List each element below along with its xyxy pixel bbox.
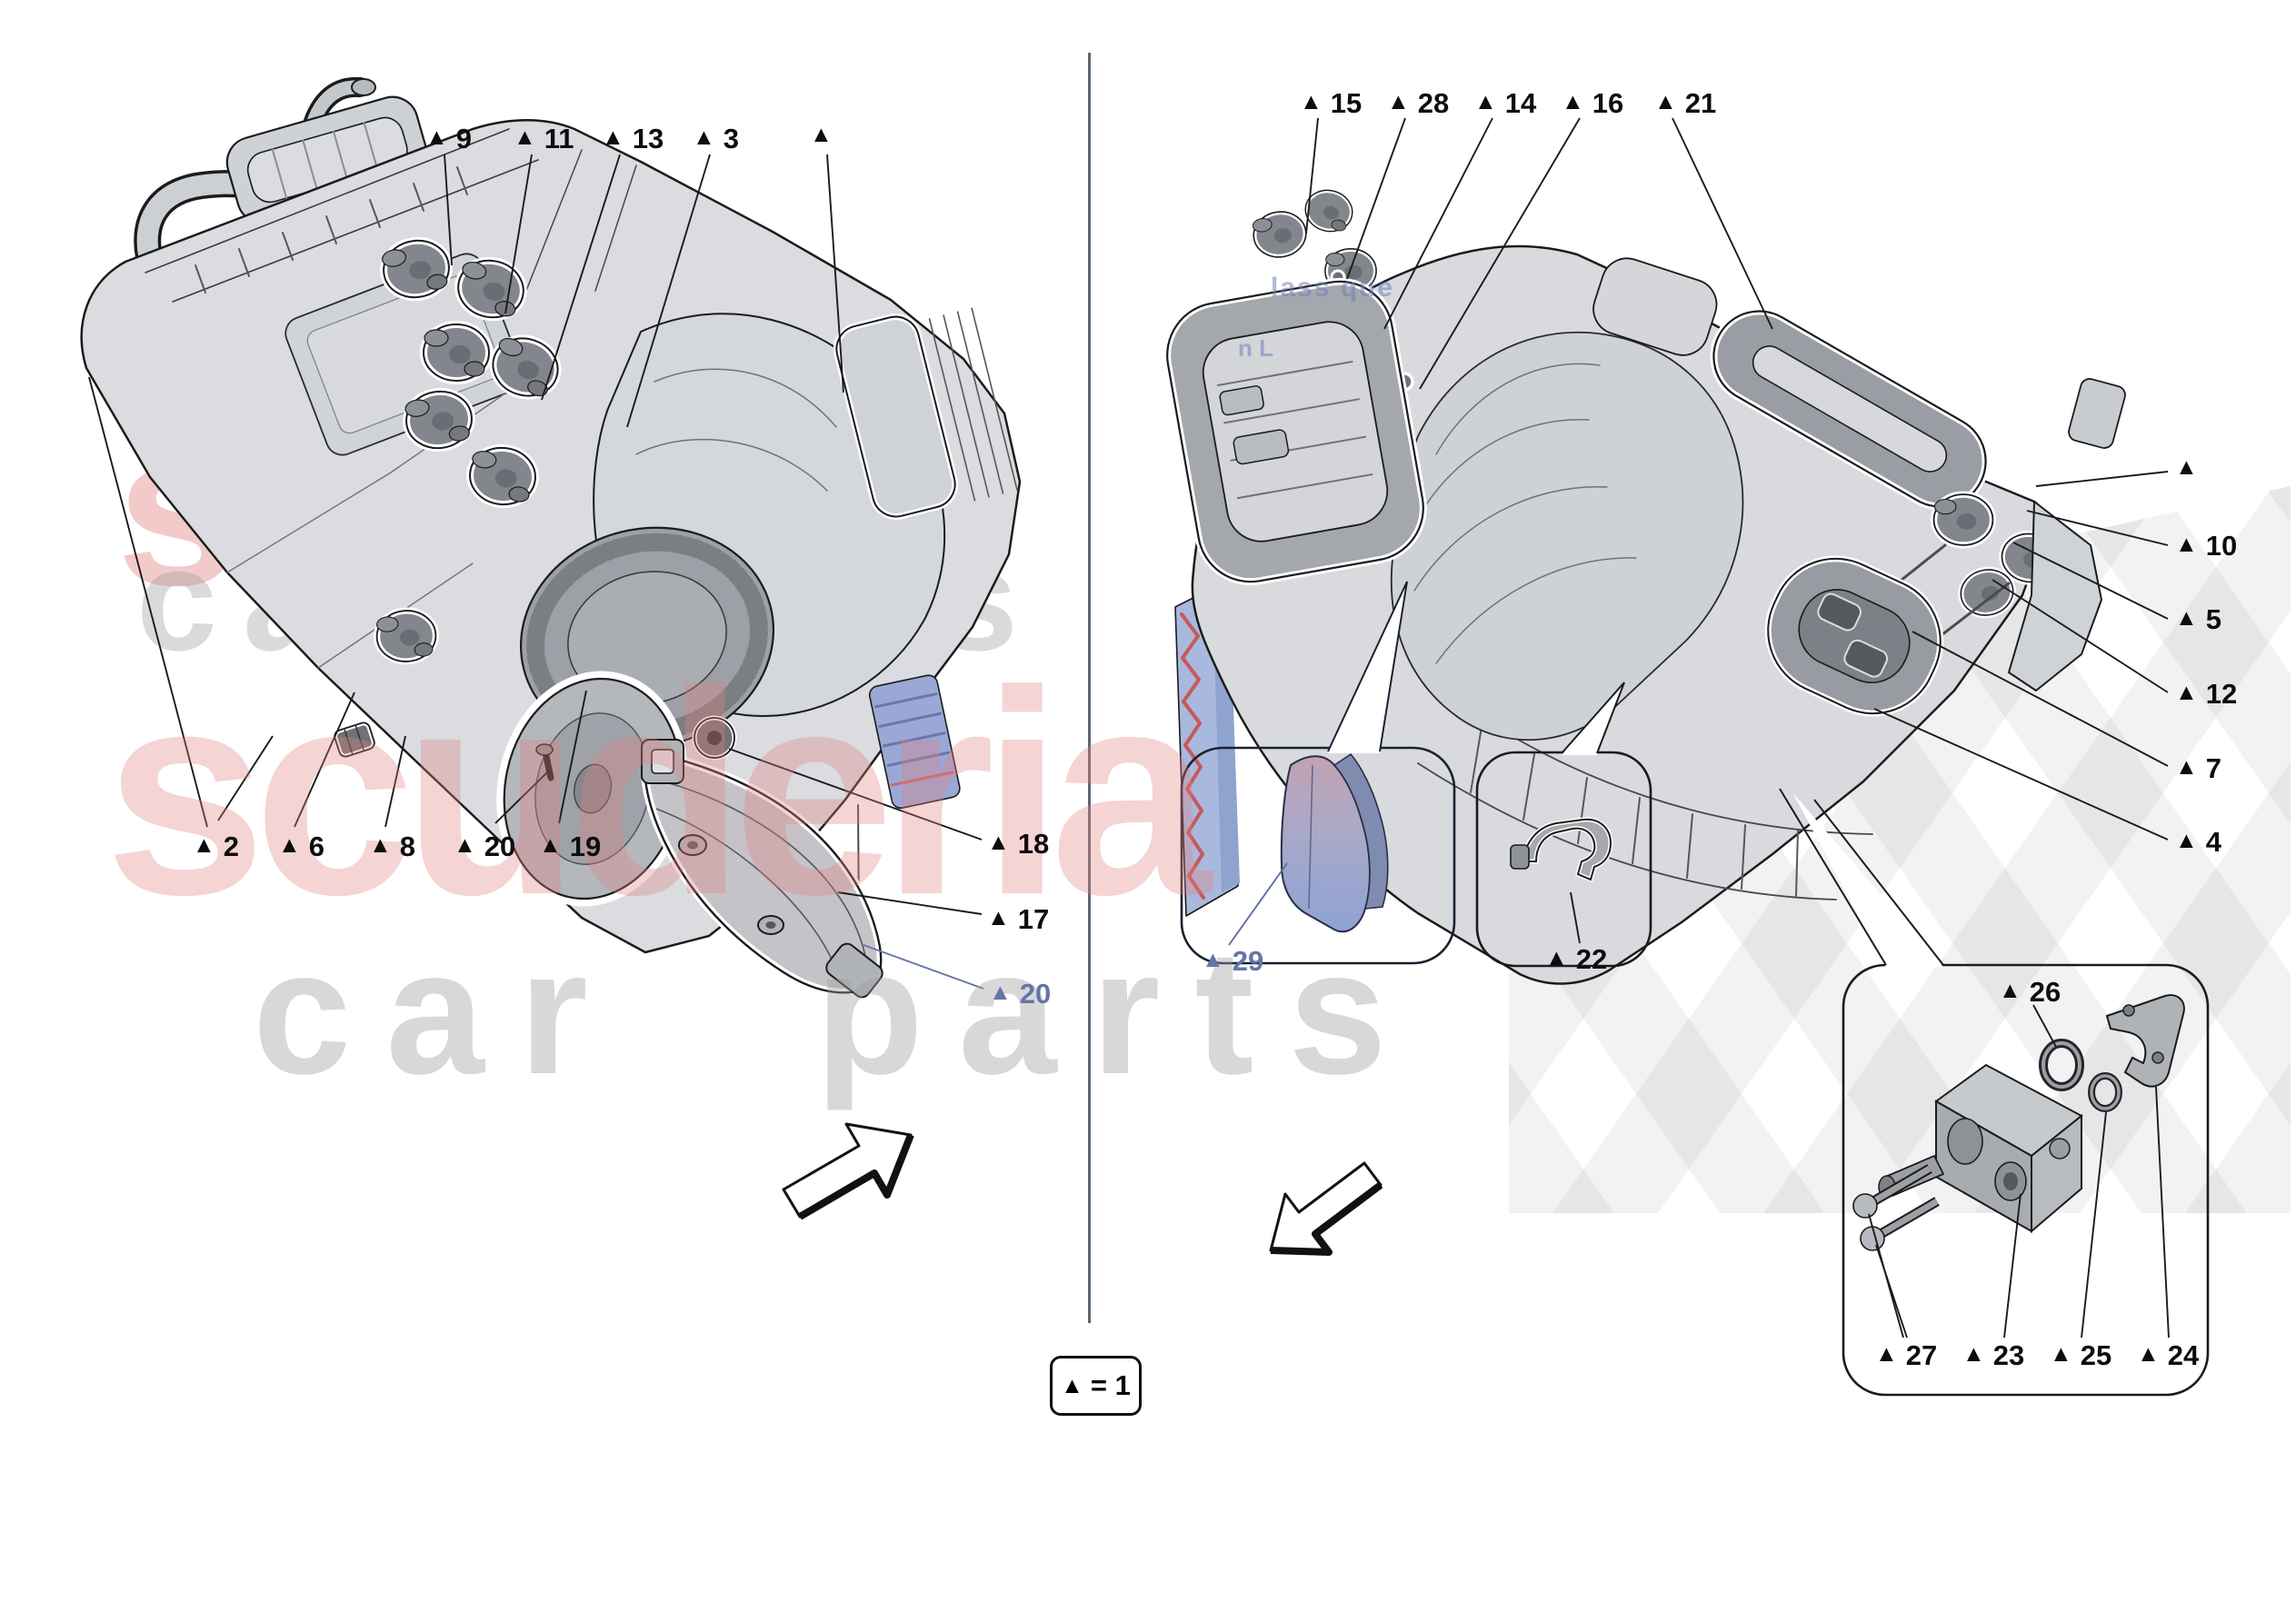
legend-box: ▲ = 1 <box>1050 1356 1142 1416</box>
legend-text: = 1 <box>1090 1369 1131 1401</box>
cabin-filter-part <box>1280 752 1389 933</box>
panel-divider-line <box>1088 53 1091 1323</box>
floor-duct-part <box>641 739 885 999</box>
direction-arrow-left <box>782 1122 914 1220</box>
actuator-cluster-left <box>374 236 562 665</box>
left-hvac-unit <box>80 76 1022 963</box>
inset-boxes <box>1180 581 2210 1397</box>
leader-lines <box>88 117 2170 1338</box>
direction-arrow-right <box>1269 1161 1383 1256</box>
right-hvac-unit <box>1163 187 2126 985</box>
triangle-icon: ▲ <box>1061 1372 1083 1398</box>
retaining-clip-part <box>1510 817 1613 883</box>
expansion-valve-assembly <box>1852 994 2185 1251</box>
